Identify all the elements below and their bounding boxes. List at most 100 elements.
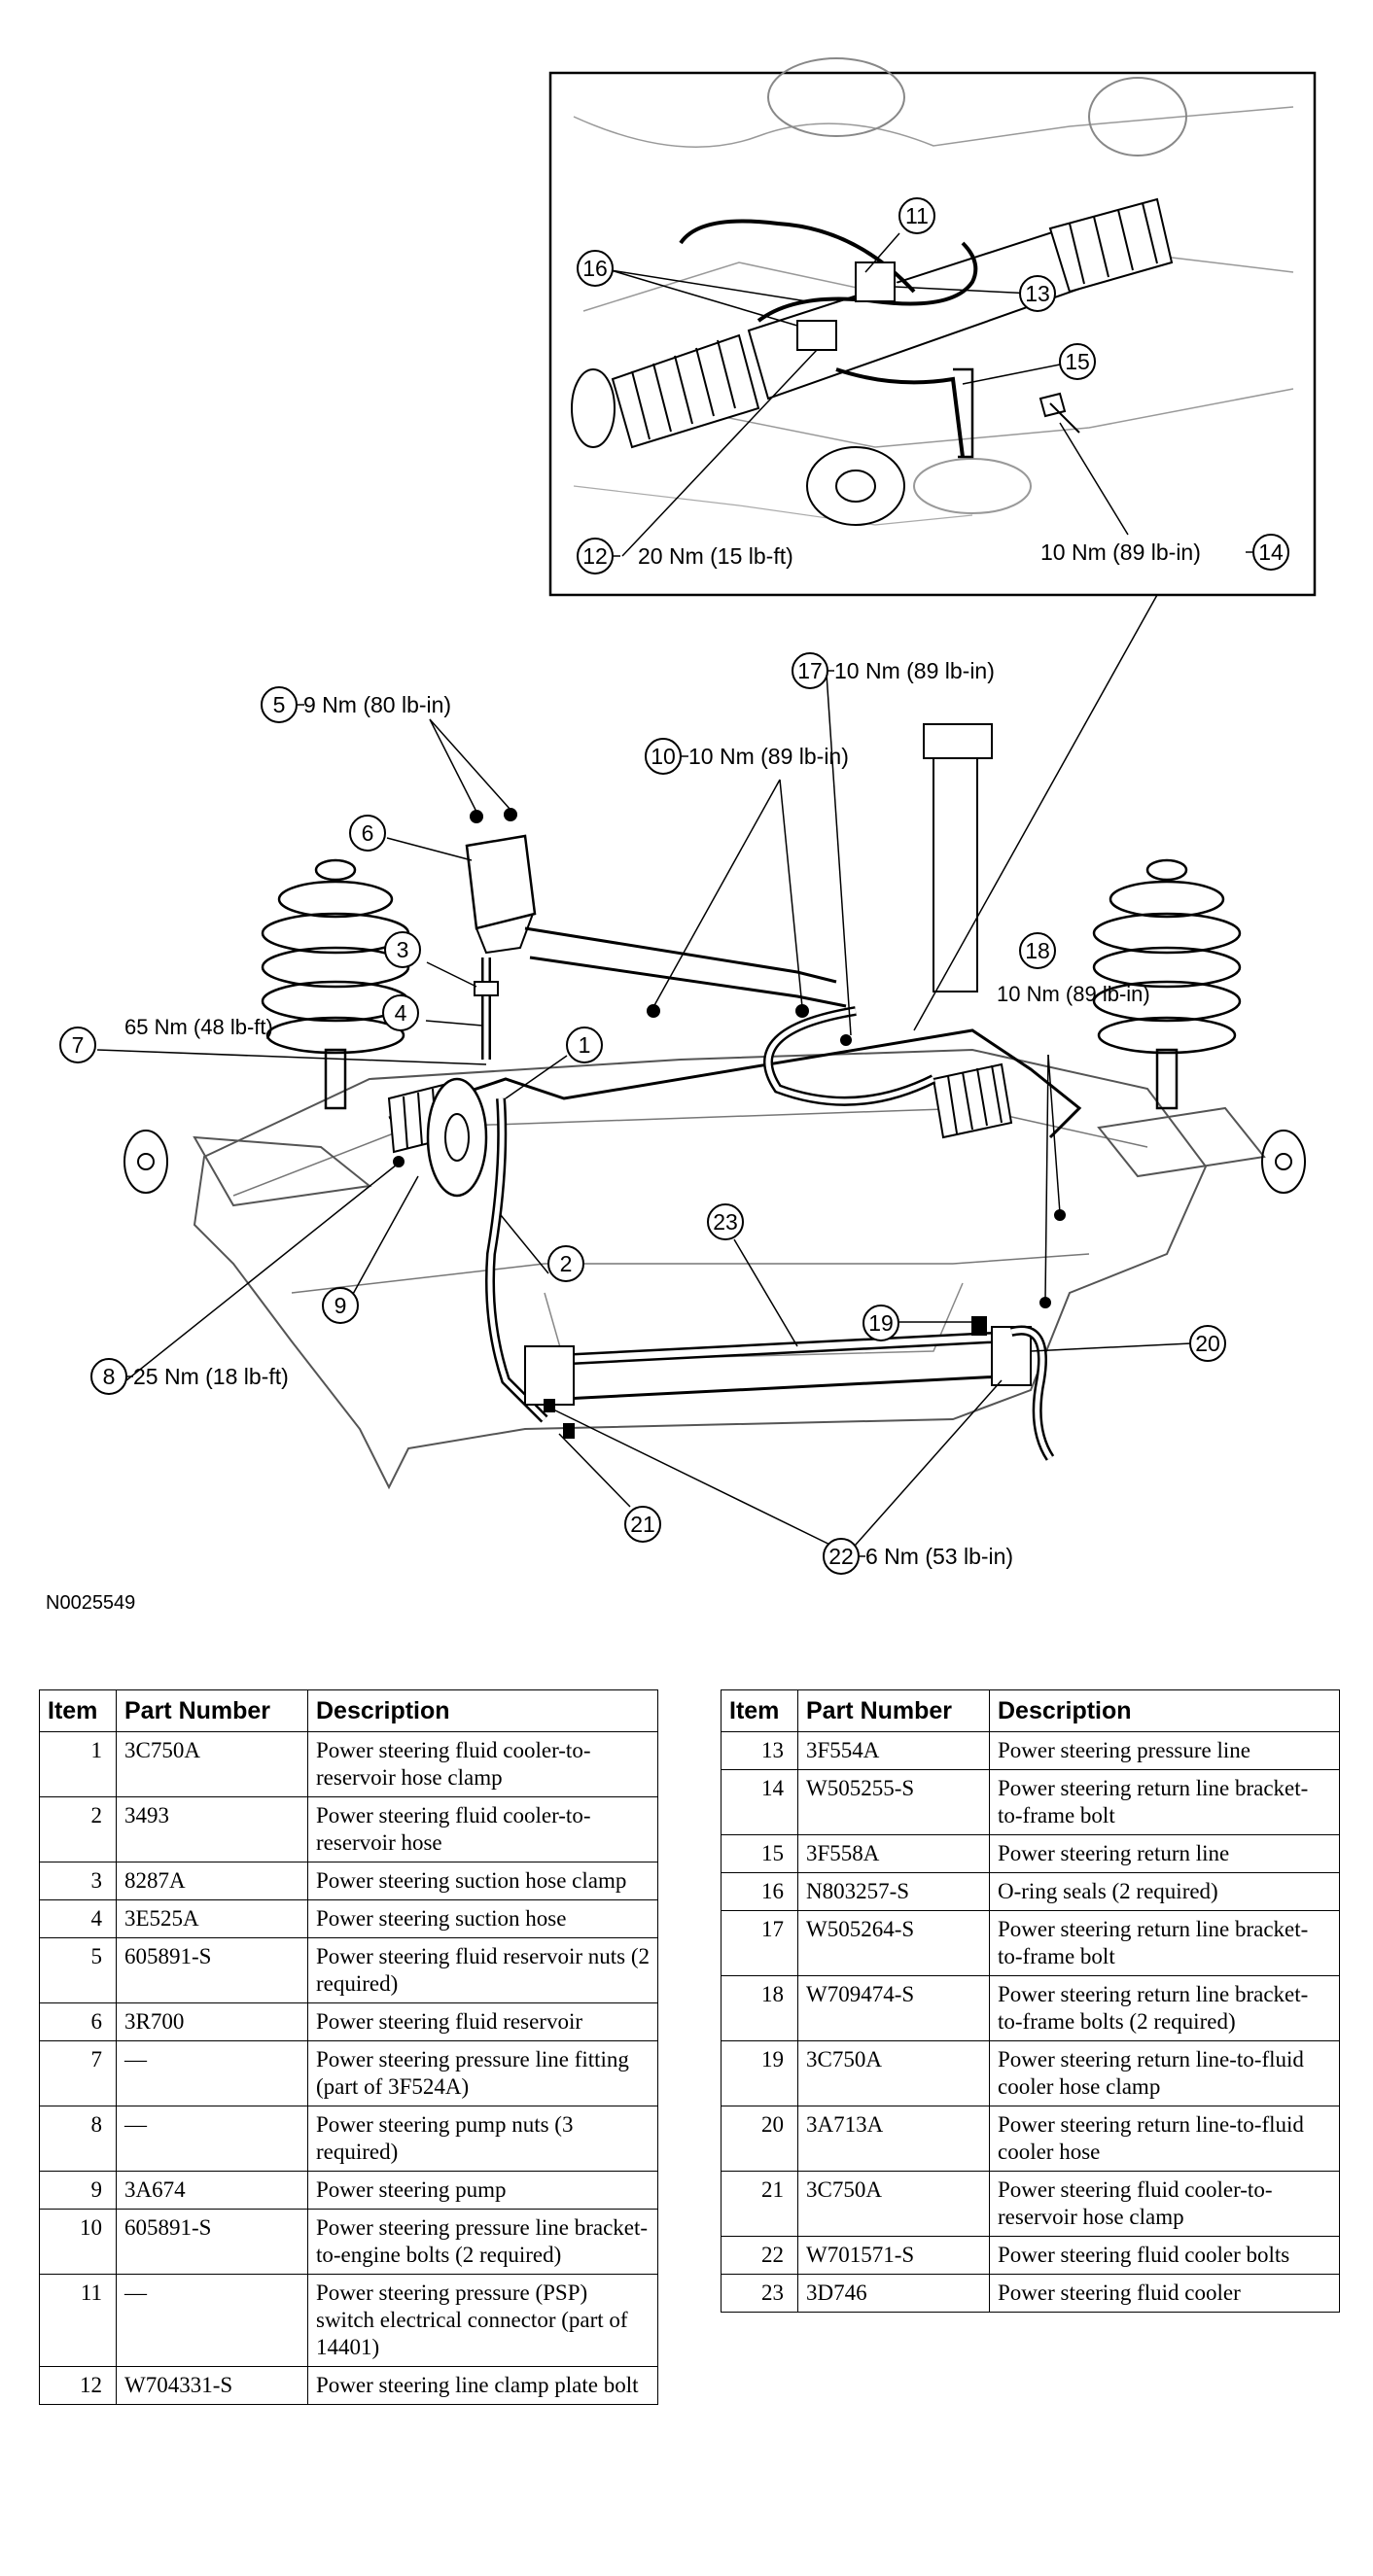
svg-text:23: 23: [713, 1209, 738, 1235]
description-cell: Power steering suction hose clamp: [307, 1862, 658, 1900]
item-cell: 14: [721, 1769, 798, 1835]
description-cell: Power steering fluid cooler bolts: [989, 2236, 1340, 2275]
description-cell: Power steering return line-to-fluid cool…: [989, 2040, 1340, 2106]
description-cell: Power steering return line: [989, 1834, 1340, 1873]
callout-6: 6: [349, 815, 386, 852]
svg-text:10: 10: [651, 744, 676, 769]
leader-lines: [96, 673, 1192, 1554]
item-cell: 12: [39, 2366, 117, 2405]
svg-text:19: 19: [868, 1310, 894, 1336]
description-cell: Power steering pressure line: [989, 1731, 1340, 1770]
description-cell: Power steering suction hose: [307, 1899, 658, 1938]
header-item: Item: [39, 1689, 117, 1732]
callout-1: 1: [566, 1027, 603, 1063]
svg-text:22: 22: [828, 1544, 854, 1569]
svg-text:18: 18: [1025, 938, 1050, 963]
part-number-cell: 3C750A: [797, 2171, 990, 2237]
description-cell: Power steering return line bracket-to-fr…: [989, 1975, 1340, 2041]
svg-text:65 Nm (48 lb-ft): 65 Nm (48 lb-ft): [124, 1015, 273, 1039]
svg-text:15: 15: [1065, 349, 1090, 374]
item-cell: 3: [39, 1862, 117, 1900]
callout-15: 15: [1059, 343, 1096, 380]
item-cell: 8: [39, 2106, 117, 2172]
svg-text:13: 13: [1025, 281, 1050, 306]
svg-text:8: 8: [103, 1364, 116, 1389]
description-cell: Power steering pressure line bracket-to-…: [307, 2209, 658, 2275]
svg-text:10 Nm (89 lb-in): 10 Nm (89 lb-in): [1040, 540, 1201, 565]
description-cell: Power steering pump: [307, 2171, 658, 2210]
description-cell: Power steering fluid cooler-to-reservoir…: [307, 1731, 658, 1797]
description-cell: Power steering fluid reservoir: [307, 2002, 658, 2041]
item-cell: 19: [721, 2040, 798, 2106]
table-row: 8—Power steering pump nuts (3 required): [39, 2106, 658, 2172]
item-cell: 9: [39, 2171, 117, 2210]
part-number-cell: N803257-S: [797, 1872, 990, 1911]
callout-8: 8 25 Nm (18 lb-ft): [90, 1358, 289, 1395]
svg-text:10 Nm (89 lb-in): 10 Nm (89 lb-in): [688, 744, 849, 769]
svg-text:3: 3: [397, 937, 409, 962]
inset-detail: [548, 57, 1317, 597]
inset-leader: [913, 594, 1158, 1031]
part-number-cell: 3C750A: [116, 1731, 308, 1797]
callout-20: 20: [1189, 1325, 1226, 1362]
description-cell: Power steering fluid cooler: [989, 2274, 1340, 2313]
header-item: Item: [721, 1689, 798, 1732]
description-cell: Power steering fluid reservoir nuts (2 r…: [307, 1937, 658, 2003]
description-cell: O-ring seals (2 required): [989, 1872, 1340, 1911]
svg-text:16: 16: [582, 256, 608, 281]
svg-text:11: 11: [905, 203, 929, 228]
callout-13: 13: [1019, 275, 1056, 312]
item-cell: 20: [721, 2106, 798, 2172]
description-cell: Power steering pump nuts (3 required): [307, 2106, 658, 2172]
callout-7: 7 65 Nm (48 lb-ft): [59, 1015, 273, 1063]
svg-text:12: 12: [582, 543, 608, 569]
callout-10: 10 10 Nm (89 lb-in): [645, 738, 849, 775]
power-steering-diagram: 59 Nm (80 lb-in) 6 3 4 765 Nm (48 lb-ft)…: [59, 57, 1317, 1575]
svg-text:1: 1: [579, 1032, 591, 1058]
description-cell: Power steering pressure line fitting (pa…: [307, 2040, 658, 2106]
callout-16: 16: [577, 250, 614, 287]
part-number-cell: 8287A: [116, 1862, 308, 1900]
svg-text:5: 5: [273, 692, 286, 717]
svg-text:6: 6: [362, 820, 374, 846]
part-number-cell: W709474-S: [797, 1975, 990, 2041]
part-number-cell: 3A713A: [797, 2106, 990, 2172]
table-row: 11—Power steering pressure (PSP) switch …: [39, 2274, 658, 2367]
item-cell: 11: [39, 2274, 117, 2367]
svg-text:25 Nm (18 lb-ft): 25 Nm (18 lb-ft): [133, 1364, 289, 1389]
description-cell: Power steering line clamp plate bolt: [307, 2366, 658, 2405]
svg-text:4: 4: [395, 1000, 407, 1026]
svg-text:6 Nm (53 lb-in): 6 Nm (53 lb-in): [865, 1544, 1013, 1569]
part-number-cell: —: [116, 2106, 308, 2172]
item-cell: 6: [39, 2002, 117, 2041]
part-number-cell: 3F554A: [797, 1731, 990, 1770]
item-cell: 5: [39, 1937, 117, 2003]
svg-text:7: 7: [72, 1032, 85, 1058]
description-cell: Power steering return line bracket-to-fr…: [989, 1769, 1340, 1835]
item-cell: 16: [721, 1872, 798, 1911]
svg-text:9: 9: [334, 1293, 347, 1318]
part-number-cell: 605891-S: [116, 1937, 308, 2003]
header-description: Description: [307, 1689, 658, 1732]
part-number-cell: —: [116, 2274, 308, 2367]
svg-text:21: 21: [630, 1512, 655, 1537]
item-cell: 21: [721, 2171, 798, 2237]
svg-text:2: 2: [560, 1251, 573, 1276]
